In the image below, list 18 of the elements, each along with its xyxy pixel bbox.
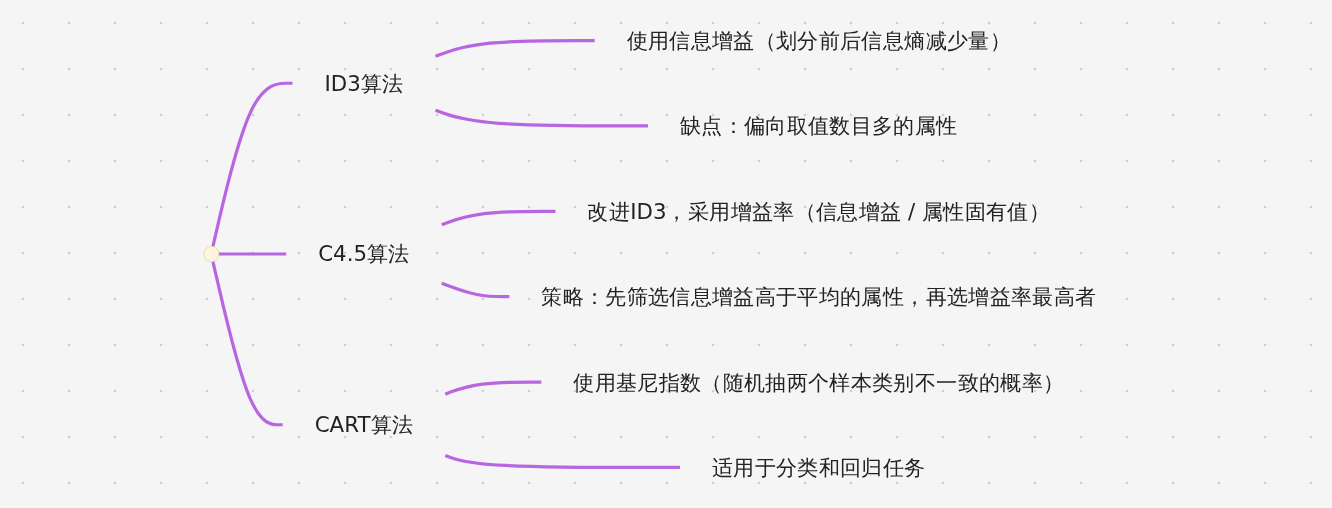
branch-line [441, 281, 510, 299]
branch-line [444, 380, 542, 396]
node-text: 改进ID3，采用增益率（信息增益 / 属性固有值） [587, 198, 1051, 225]
node-text: 使用基尼指数（随机抽两个样本类别不一致的概率） [573, 369, 1065, 395]
node-text: 策略：先筛选信息增益高于平均的属性，再选增益率最高者 [541, 283, 1097, 310]
branch-line [444, 453, 681, 470]
branch-line [211, 260, 283, 427]
branch-line [434, 108, 648, 128]
node-text: CART算法 [314, 411, 414, 438]
node-text: 使用信息增益（划分前后信息熵减少量） [626, 27, 1011, 54]
node-text: C4.5算法 [318, 241, 410, 267]
branch-line [434, 38, 595, 58]
node-text: ID3算法 [324, 70, 404, 97]
node-text: 缺点：偏向取值数目多的属性 [680, 113, 958, 139]
branch-line [218, 252, 287, 256]
branch-line [211, 81, 293, 248]
node-text: 适用于分类和回归任务 [712, 454, 926, 481]
branch-line [441, 209, 556, 227]
